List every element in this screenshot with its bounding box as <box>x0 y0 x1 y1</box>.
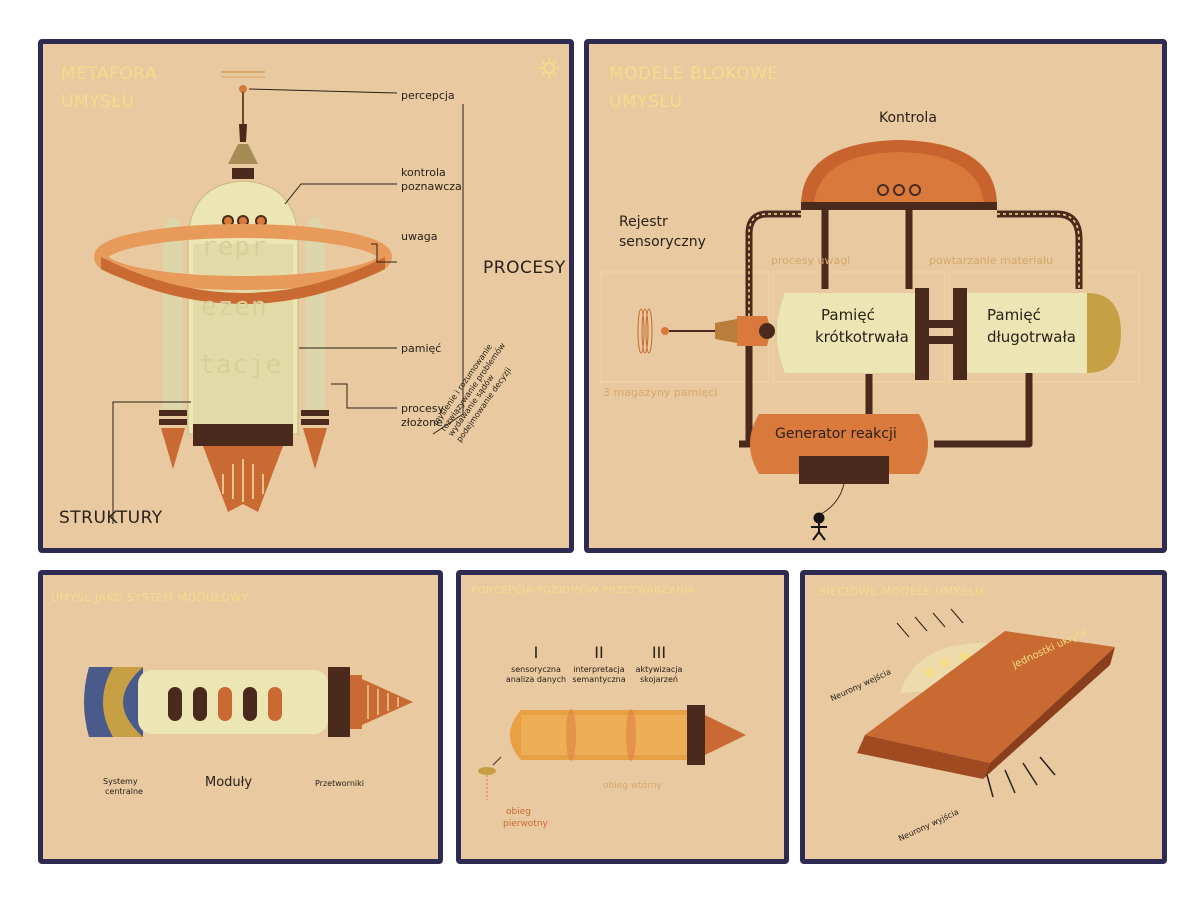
modular-capsule <box>43 575 438 859</box>
label-kontrola-1: kontrola <box>401 166 446 180</box>
label-kontrola: Kontrola <box>879 110 937 128</box>
panel4-title: KONCEPCJA POZIOMÓW PRZETWARZANIA <box>471 585 695 598</box>
label-ltm-1: Pamięć <box>987 306 1041 325</box>
person-icon <box>811 513 827 540</box>
label-powtarzanie: powtarzanie materiału <box>929 254 1053 267</box>
panel1-title-line2: UMYSŁU <box>61 92 134 113</box>
level-3-line2: skojarzeń <box>624 675 694 685</box>
level-3-line1: aktywizacja <box>624 665 694 675</box>
level-3-numeral: III <box>639 643 679 663</box>
label-ltm-2: długotrwała <box>987 328 1076 347</box>
panel-system-modulowy: UMYSŁ JAKO SYSTEM MODUŁOWY Systemy centr… <box>38 570 443 864</box>
rocket-illustration <box>43 44 569 548</box>
panel2-title-line2: UMYSŁU <box>609 92 682 113</box>
label-procesy-heading: PROCESY <box>483 258 566 278</box>
panel2-title-line1: MODELE BLOKOWE <box>609 64 779 85</box>
label-stm-1: Pamięć <box>821 306 875 325</box>
panel5-title: SIECIOWE MODELE UMYSŁU <box>819 585 984 599</box>
level-1-line1: sensoryczna <box>501 665 571 675</box>
block-model-diagram <box>589 44 1162 548</box>
panel-sieciowe-modele: SIECIOWE MODELE UMYSŁU Neurony wejścia j… <box>800 570 1167 864</box>
label-przetworniki: Przetworniki <box>315 779 364 789</box>
label-systemy-1: Systemy <box>103 777 138 787</box>
label-uwaga: uwaga <box>401 230 437 244</box>
level-2-numeral: II <box>579 643 619 663</box>
sensor-waves <box>638 309 652 353</box>
label-moduly: Moduły <box>205 775 252 791</box>
label-pamiec: pamięć <box>401 342 441 356</box>
level-1-numeral: I <box>516 643 556 663</box>
label-obieg-2: pierwotny <box>503 819 548 829</box>
ufo-illustration <box>805 575 1162 859</box>
level-1-line2: analiza danych <box>501 675 571 685</box>
label-struktury: STRUKTURY <box>59 508 163 528</box>
panel1-title-line1: METAFORA <box>61 64 157 85</box>
label-rejestr-1: Rejestr <box>619 214 668 232</box>
label-magazyny: 3 magazyny pamięci <box>603 386 717 399</box>
panel-metafora-umyslu: METAFORA UMYSŁU repr ezen tacje percepcj… <box>38 39 574 553</box>
label-percepcja: percepcja <box>401 89 455 103</box>
label-systemy-2: centralne <box>105 787 143 797</box>
label-generator: Generator reakcji <box>775 426 897 444</box>
label-obieg-1: obieg <box>506 807 531 817</box>
body-text-repr: repr <box>201 232 268 262</box>
label-stm-2: krótkotrwała <box>815 328 909 347</box>
body-text-tacje: tacje <box>199 350 282 380</box>
panel-modele-blokowe: MODELE BLOKOWE UMYSŁU Kontrola Rejestr s… <box>584 39 1167 553</box>
label-procesy-uwagi: procesy uwagi <box>771 254 850 267</box>
sun-icon <box>539 58 559 78</box>
label-rejestr-2: sensoryczny <box>619 234 706 252</box>
panel-poziomy-przetwarzania: KONCEPCJA POZIOMÓW PRZETWARZANIA I senso… <box>456 570 789 864</box>
panel3-title: UMYSŁ JAKO SYSTEM MODUŁOWY <box>51 591 249 605</box>
body-text-ezen: ezen <box>201 292 268 322</box>
label-kontrola-2: poznawcza <box>401 180 462 194</box>
label-obieg-wtorny: obieg wtórny <box>603 781 662 791</box>
